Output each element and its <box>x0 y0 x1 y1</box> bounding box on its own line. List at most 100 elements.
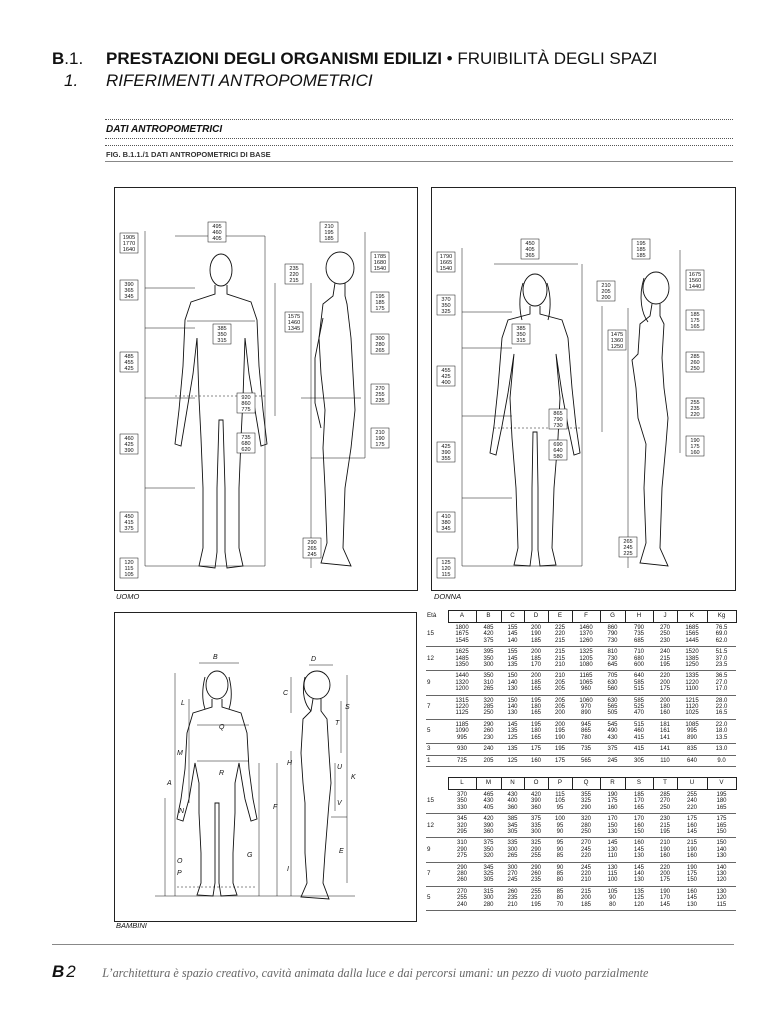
column-header: U <box>676 776 708 790</box>
table-cell: 230 215 195 <box>653 813 677 839</box>
svg-text:325: 325 <box>441 309 450 315</box>
svg-text:165: 165 <box>690 324 699 330</box>
age-cell: 9 <box>426 837 448 863</box>
table-cell: 1685 1565 1445 <box>677 622 707 648</box>
sub-number: 1. <box>64 71 79 90</box>
table-cell: 325 290 255 <box>524 837 548 863</box>
svg-text:125: 125 <box>441 560 450 566</box>
svg-text:300: 300 <box>375 336 384 342</box>
svg-text:345: 345 <box>124 294 133 300</box>
footer-divider <box>52 944 734 945</box>
child-dim-N: N <box>179 808 185 815</box>
child-dim-C: C <box>283 690 289 697</box>
table-cell: 735 <box>572 743 600 756</box>
section-letter: B <box>52 49 65 68</box>
svg-text:865: 865 <box>553 411 562 417</box>
table-cell: 210 190 160 <box>653 837 677 863</box>
svg-text:245: 245 <box>307 552 316 558</box>
table-cell: 290 260 235 <box>524 862 548 887</box>
svg-text:1790: 1790 <box>440 254 452 260</box>
donna-side-body <box>631 303 669 567</box>
table-cell: 585 525 470 <box>625 695 653 720</box>
table-cell: 36.5 27.0 17.0 <box>707 670 736 696</box>
column-header: O <box>523 776 549 790</box>
svg-text:460: 460 <box>212 230 221 236</box>
table-cell: 140 130 120 <box>707 862 736 887</box>
svg-text:280: 280 <box>375 342 384 348</box>
column-header: T <box>652 776 678 790</box>
table-cell: 150 140 130 <box>707 837 736 863</box>
header-title: PRESTAZIONI DEGLI ORGANISMI EDILIZI <box>106 49 442 68</box>
table-cell: 28.0 22.0 16.5 <box>707 695 736 720</box>
table-cell: 810 730 645 <box>600 646 625 672</box>
table-cell: 420 390 360 <box>524 789 548 815</box>
child-side-head <box>303 670 331 700</box>
svg-text:1345: 1345 <box>288 326 300 332</box>
table-cell: 320 280 250 <box>572 813 600 839</box>
svg-text:220: 220 <box>289 272 298 278</box>
table-cell: 290 260 230 <box>476 719 501 745</box>
table-cell: 430 400 360 <box>501 789 524 815</box>
svg-text:265: 265 <box>623 539 632 545</box>
table-cell: 1325 1205 1080 <box>572 646 600 672</box>
table-cell: 1215 1120 1025 <box>677 695 707 720</box>
table-cell: 1185 1090 995 <box>448 719 476 745</box>
svg-text:1665: 1665 <box>440 260 452 266</box>
table-cell: 255 220 195 <box>524 886 548 912</box>
table-cell: 145 130 110 <box>600 837 625 863</box>
table-cell: 395 350 300 <box>476 646 501 672</box>
svg-text:690: 690 <box>553 442 562 448</box>
table-cell: 790 735 685 <box>625 622 653 648</box>
page-letter: B <box>52 962 65 981</box>
svg-text:1360: 1360 <box>611 338 623 344</box>
svg-text:115: 115 <box>442 572 451 578</box>
table-cell: 385 345 305 <box>501 813 524 839</box>
table-cell: 375 350 320 <box>476 837 501 863</box>
svg-text:1460: 1460 <box>288 320 300 326</box>
child-dim-L: L <box>181 700 185 707</box>
table-cell: 200 190 185 <box>524 622 548 648</box>
svg-text:370: 370 <box>441 297 450 303</box>
table-cell: 200 185 165 <box>524 670 548 696</box>
table-cell: 270 245 220 <box>572 837 600 863</box>
svg-text:265: 265 <box>307 546 316 552</box>
child-dim-P: P <box>177 870 182 877</box>
svg-text:215: 215 <box>289 278 298 284</box>
svg-text:270: 270 <box>375 386 384 392</box>
header-subtitle: FRUIBILITÀ DEGLI SPAZI <box>457 49 658 68</box>
svg-text:1440: 1440 <box>689 284 701 290</box>
svg-text:185: 185 <box>375 300 384 306</box>
child-dim-H: H <box>287 760 293 767</box>
column-header: K <box>676 610 708 623</box>
svg-text:415: 415 <box>124 520 133 526</box>
table-cell: 1625 1485 1350 <box>448 646 476 672</box>
table-cell: 945 865 780 <box>572 719 600 745</box>
svg-text:1675: 1675 <box>689 272 701 278</box>
table-cell: 1520 1385 1250 <box>677 646 707 672</box>
column-header: Kg <box>706 610 737 623</box>
svg-text:405: 405 <box>525 247 534 253</box>
svg-text:390: 390 <box>124 282 133 288</box>
svg-text:205: 205 <box>601 289 610 295</box>
table-cell: 125 <box>501 755 524 767</box>
svg-text:250: 250 <box>690 366 699 372</box>
table-cell: 240 215 195 <box>653 646 677 672</box>
svg-text:220: 220 <box>690 412 699 418</box>
svg-text:455: 455 <box>441 368 450 374</box>
child-dim-O: O <box>177 858 183 865</box>
